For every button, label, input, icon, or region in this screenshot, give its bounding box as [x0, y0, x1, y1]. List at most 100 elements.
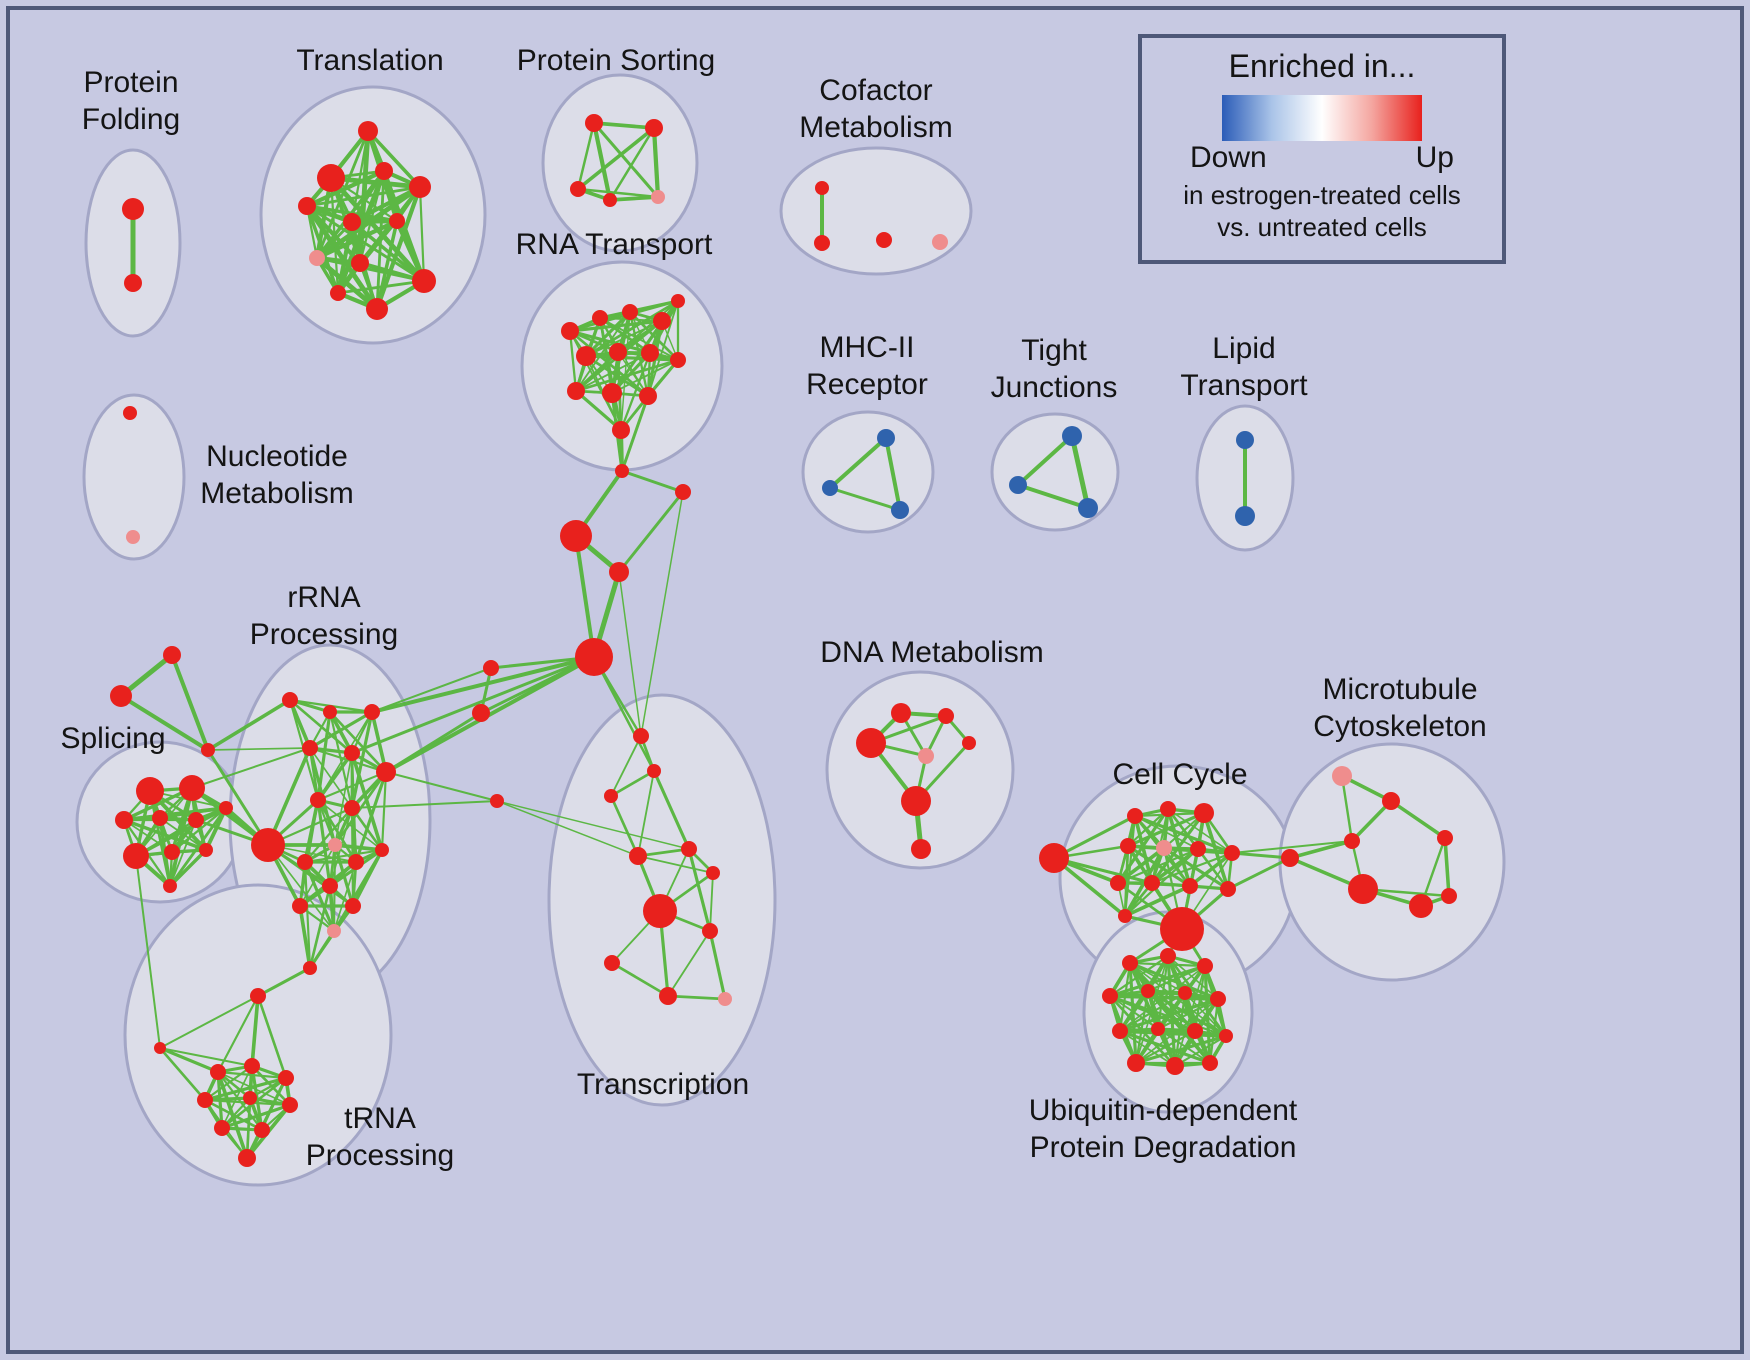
network-node — [641, 344, 659, 362]
network-node — [1210, 991, 1226, 1007]
network-node — [1197, 958, 1213, 974]
network-node — [238, 1149, 256, 1167]
network-edge — [135, 855, 161, 1049]
network-node — [152, 810, 168, 826]
network-edge — [620, 469, 685, 494]
network-node — [1219, 1029, 1233, 1043]
network-node — [179, 775, 205, 801]
network-edge — [304, 203, 380, 312]
network-edge — [168, 848, 208, 888]
network-node — [214, 1120, 230, 1136]
network-edge — [647, 300, 679, 397]
network-edge — [1146, 964, 1207, 993]
network-edge — [1340, 774, 1354, 843]
legend-down-label: Down — [1190, 141, 1267, 174]
network-edge — [828, 486, 902, 512]
legend-minmax-row: Down Up — [1190, 141, 1454, 175]
network-node — [1202, 1055, 1218, 1071]
network-edge — [334, 752, 353, 846]
network-node — [1122, 955, 1138, 971]
network-edge — [303, 806, 354, 864]
network-edge — [304, 168, 387, 209]
network-edge — [309, 747, 353, 809]
network-node — [375, 162, 393, 180]
network-edge — [316, 798, 332, 888]
network-node — [604, 789, 618, 803]
network-edge — [611, 359, 679, 394]
network-node — [1178, 986, 1192, 1000]
network-node — [375, 843, 389, 857]
network-edge — [1230, 851, 1292, 860]
network-node — [1382, 792, 1400, 810]
network-edge — [1288, 839, 1354, 860]
network-edge — [496, 800, 690, 850]
network-node — [1039, 843, 1069, 873]
network-edge — [336, 279, 426, 295]
network-node — [351, 254, 369, 272]
network-node — [472, 704, 490, 722]
network-edge — [617, 300, 679, 353]
network-edge — [1123, 844, 1130, 918]
network-node — [123, 406, 137, 420]
network-edge — [1069, 433, 1091, 511]
network-edge — [170, 653, 210, 752]
network-node — [1151, 1022, 1165, 1036]
network-edge — [316, 751, 354, 802]
network-edge — [709, 872, 714, 932]
network-node — [891, 703, 911, 723]
network-node — [575, 638, 613, 676]
cluster-label-cell-cycle: Cell Cycle — [1112, 758, 1247, 791]
network-node — [609, 562, 629, 582]
cluster-ellipse-tight-junctions — [990, 412, 1120, 532]
network-edge — [617, 490, 685, 574]
network-edge — [308, 884, 332, 970]
legend-caption-line2: vs. untreated cells — [1217, 212, 1427, 242]
network-node — [609, 343, 627, 361]
network-node — [1144, 875, 1160, 891]
network-edge — [385, 771, 498, 802]
network-node — [303, 961, 317, 975]
network-node — [1281, 849, 1299, 867]
network-edge — [1118, 997, 1220, 1033]
network-edge — [1052, 814, 1137, 860]
network-edge — [303, 860, 336, 933]
network-edge — [332, 848, 384, 933]
network-node — [938, 708, 954, 724]
network-node — [154, 1042, 166, 1054]
network-edge — [1389, 799, 1447, 840]
network-edge — [574, 358, 680, 393]
network-edge — [629, 300, 679, 313]
network-edge — [1118, 991, 1187, 1033]
network-node — [163, 646, 181, 664]
network-node — [1118, 909, 1132, 923]
network-node — [653, 312, 671, 330]
network-node — [358, 121, 378, 141]
network-edge — [303, 860, 312, 970]
network-edge — [1167, 955, 1219, 1000]
network-edge — [1134, 1034, 1228, 1065]
network-node — [348, 854, 364, 870]
network-node — [645, 119, 663, 137]
network-edge — [221, 1065, 253, 1129]
network-node — [1235, 506, 1255, 526]
network-edge — [687, 847, 712, 933]
network-edge — [584, 354, 650, 398]
network-edge — [652, 769, 691, 851]
network-node — [278, 1070, 294, 1086]
network-node — [822, 480, 838, 496]
network-node — [633, 728, 649, 744]
network-edge — [609, 794, 640, 858]
network-node — [911, 839, 931, 859]
network-node — [244, 1058, 260, 1074]
network-edge — [591, 120, 613, 203]
network-node — [317, 164, 345, 192]
network-edge — [333, 843, 384, 852]
network-edge — [1350, 799, 1393, 843]
network-node — [1127, 1054, 1145, 1072]
network-node — [197, 1092, 213, 1108]
